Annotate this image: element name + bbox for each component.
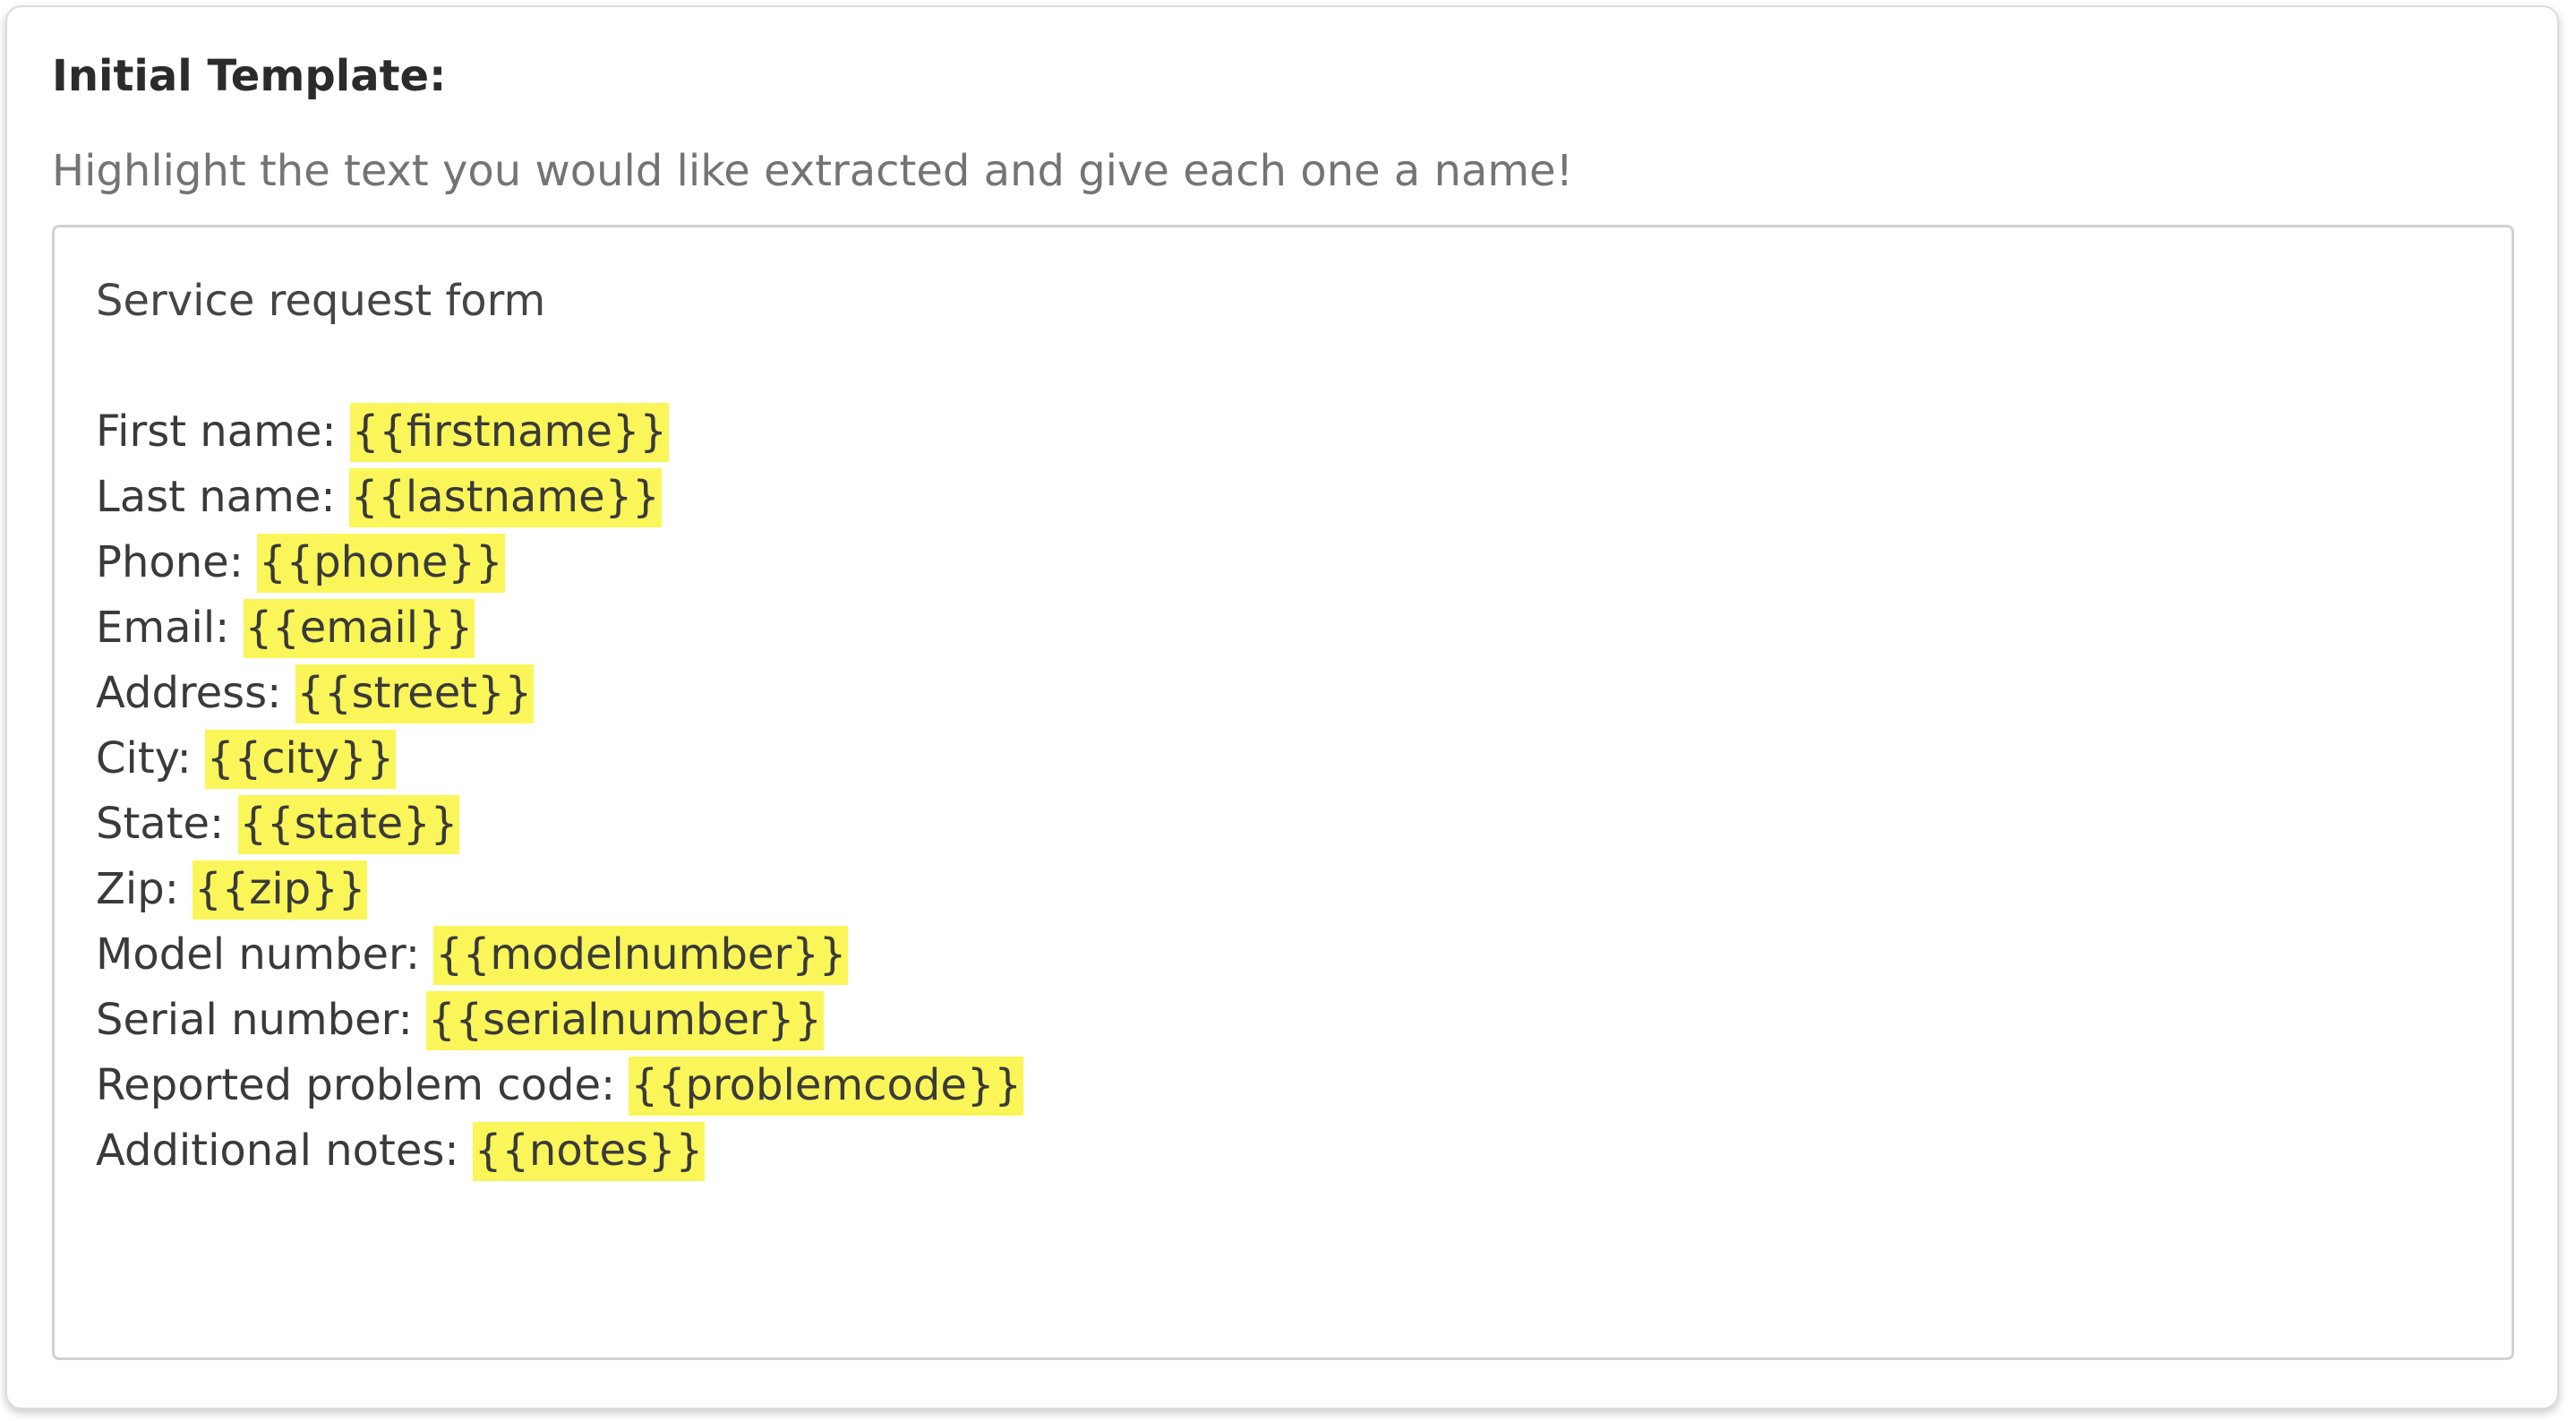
field-line-city[interactable]: City: {{city}} bbox=[96, 726, 2512, 792]
highlight-token-city[interactable]: {{city}} bbox=[205, 730, 397, 789]
field-line-lastname[interactable]: Last name: {{lastname}} bbox=[96, 465, 2512, 530]
highlight-token-email[interactable]: {{email}} bbox=[243, 599, 475, 658]
field-line-notes[interactable]: Additional notes: {{notes}} bbox=[96, 1118, 2512, 1184]
highlight-token-notes[interactable]: {{notes}} bbox=[472, 1122, 706, 1181]
field-label: Last name: bbox=[96, 472, 336, 522]
field-line-state[interactable]: State: {{state}} bbox=[96, 792, 2512, 857]
highlight-token-zip[interactable]: {{zip}} bbox=[193, 860, 368, 920]
field-line-phone[interactable]: Phone: {{phone}} bbox=[96, 530, 2512, 595]
field-label: First name: bbox=[96, 407, 337, 457]
field-label: Phone: bbox=[96, 537, 244, 587]
panel-instructions: Highlight the text you would like extrac… bbox=[52, 146, 1573, 196]
field-label: Email: bbox=[96, 603, 230, 653]
panel-title: Initial Template: bbox=[52, 51, 447, 101]
template-heading[interactable]: Service request form bbox=[96, 276, 546, 326]
field-label: Serial number: bbox=[96, 995, 413, 1045]
field-label: Additional notes: bbox=[96, 1126, 459, 1176]
field-label: Reported problem code: bbox=[96, 1060, 616, 1110]
field-line-problemcode[interactable]: Reported problem code: {{problemcode}} bbox=[96, 1053, 2512, 1118]
field-line-firstname[interactable]: First name: {{firstname}} bbox=[96, 399, 2512, 465]
field-line-email[interactable]: Email: {{email}} bbox=[96, 595, 2512, 661]
highlight-token-street[interactable]: {{street}} bbox=[295, 664, 535, 723]
field-label: Address: bbox=[96, 668, 282, 718]
field-line-zip[interactable]: Zip: {{zip}} bbox=[96, 857, 2512, 922]
highlight-token-problemcode[interactable]: {{problemcode}} bbox=[629, 1057, 1023, 1116]
highlight-token-modelnumber[interactable]: {{modelnumber}} bbox=[433, 926, 849, 985]
field-label: Zip: bbox=[96, 864, 179, 914]
field-line-serialnumber[interactable]: Serial number: {{serialnumber}} bbox=[96, 988, 2512, 1053]
field-label: City: bbox=[96, 733, 192, 783]
highlight-token-state[interactable]: {{state}} bbox=[237, 795, 460, 854]
highlight-token-lastname[interactable]: {{lastname}} bbox=[348, 468, 662, 527]
highlight-token-serialnumber[interactable]: {{serialnumber}} bbox=[426, 991, 824, 1050]
highlight-token-phone[interactable]: {{phone}} bbox=[257, 534, 505, 593]
template-editor[interactable]: Service request form First name: {{first… bbox=[52, 225, 2514, 1360]
field-label: Model number: bbox=[96, 929, 421, 980]
initial-template-panel: Initial Template: Highlight the text you… bbox=[5, 5, 2559, 1409]
field-label: State: bbox=[96, 799, 225, 849]
field-line-address[interactable]: Address: {{street}} bbox=[96, 661, 2512, 726]
highlight-token-firstname[interactable]: {{firstname}} bbox=[349, 403, 669, 462]
field-line-modelnumber[interactable]: Model number: {{modelnumber}} bbox=[96, 922, 2512, 988]
blank-line bbox=[96, 334, 2512, 399]
